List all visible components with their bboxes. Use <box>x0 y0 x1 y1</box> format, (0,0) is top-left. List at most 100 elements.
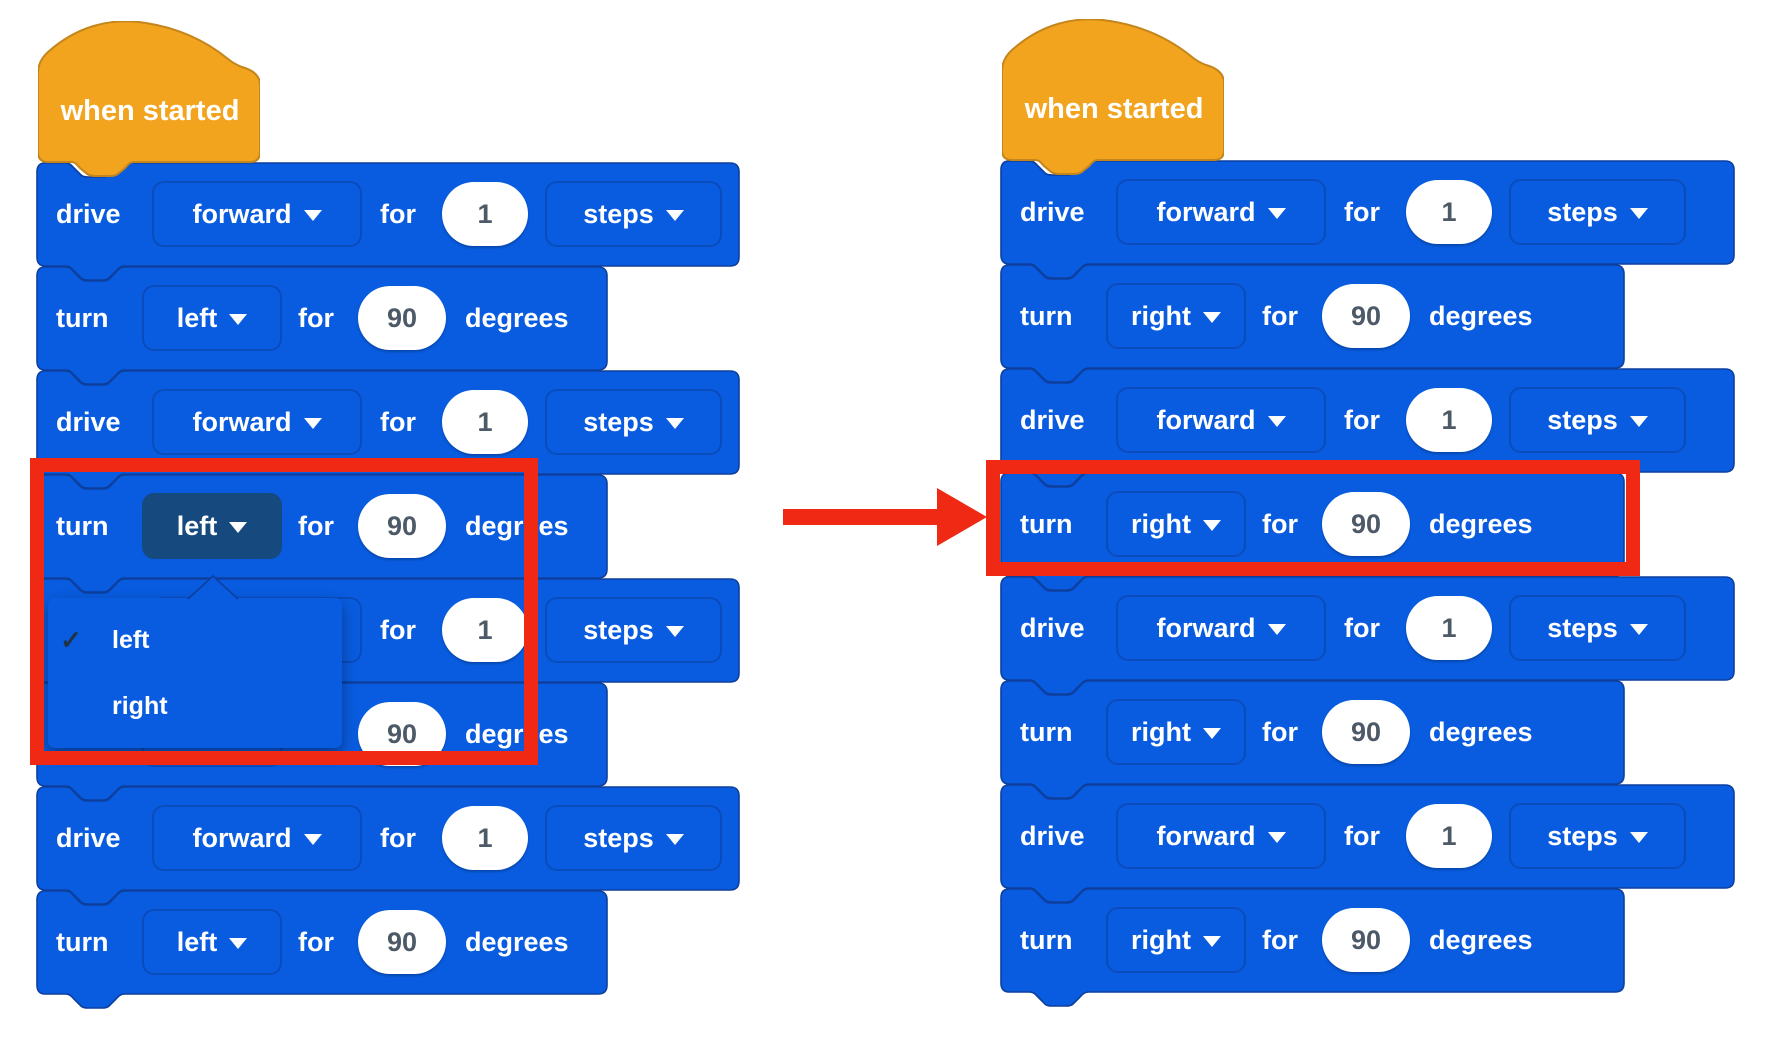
direction-dropdown[interactable]: forward <box>152 805 362 871</box>
direction-dropdown[interactable]: right <box>1106 491 1246 557</box>
unit-dropdown[interactable]: steps <box>1509 179 1686 245</box>
value-input[interactable]: 90 <box>1322 284 1410 348</box>
for-label: for <box>1344 613 1380 643</box>
drive-keyword: drive <box>1020 821 1085 851</box>
value-input[interactable]: 90 <box>358 286 446 350</box>
unit-dropdown[interactable]: steps <box>545 805 722 871</box>
chevron-down-icon <box>1203 520 1221 531</box>
chevron-down-icon <box>229 522 248 533</box>
direction-dropdown[interactable]: forward <box>1116 803 1326 869</box>
dropdown-menu-caret-icon <box>187 574 239 600</box>
value-input[interactable]: 90 <box>1322 908 1410 972</box>
value-input[interactable]: 1 <box>1406 180 1492 244</box>
direction-dropdown[interactable]: right <box>1106 283 1246 349</box>
unit-value: steps <box>583 614 654 645</box>
value-input[interactable]: 1 <box>1406 804 1492 868</box>
direction-value: left <box>176 302 218 333</box>
value-input[interactable]: 1 <box>442 806 528 870</box>
drive-block[interactable]: drive forward for 1 steps <box>1000 576 1735 695</box>
direction-dropdown[interactable]: right <box>1106 907 1246 973</box>
value-input[interactable]: 1 <box>442 182 528 246</box>
unit-dropdown[interactable]: steps <box>1509 803 1686 869</box>
checkmark-icon: ✓ <box>60 624 82 655</box>
turn-keyword: turn <box>56 511 109 541</box>
direction-dropdown[interactable]: forward <box>152 181 362 247</box>
direction-value: left <box>176 510 218 541</box>
direction-dropdown[interactable]: forward <box>1116 179 1326 245</box>
highlight-rect-right <box>986 460 1640 576</box>
direction-value: right <box>1131 300 1191 331</box>
for-label: for <box>380 615 416 645</box>
drive-keyword: drive <box>56 199 121 229</box>
unit-label: degrees <box>465 303 569 333</box>
when-started-hat-block[interactable]: when started <box>37 20 261 177</box>
unit-dropdown[interactable]: steps <box>545 181 722 247</box>
turn-keyword: turn <box>1020 717 1073 747</box>
turn-keyword: turn <box>1020 509 1073 539</box>
drive-block[interactable]: drive forward for 1 steps <box>1000 160 1735 279</box>
unit-value: steps <box>1547 820 1618 851</box>
direction-value: forward <box>1156 612 1256 643</box>
drive-keyword: drive <box>1020 613 1085 643</box>
value-input[interactable]: 1 <box>1406 388 1492 452</box>
unit-value: steps <box>583 406 654 437</box>
direction-value: forward <box>1156 820 1256 851</box>
drive-keyword: drive <box>1020 197 1085 227</box>
block-shape <box>36 162 740 281</box>
block-shape <box>1000 472 1625 591</box>
direction-dropdown[interactable]: left <box>142 909 282 975</box>
unit-dropdown[interactable]: steps <box>1509 595 1686 661</box>
direction-dropdown[interactable]: left <box>142 285 282 351</box>
value-input[interactable]: 1 <box>1406 596 1492 660</box>
highlight-rect-left <box>30 458 538 765</box>
turn-keyword: turn <box>1020 301 1073 331</box>
direction-dropdown[interactable]: forward <box>152 389 362 455</box>
block-shape <box>1000 888 1625 1007</box>
block-shape <box>1000 784 1735 903</box>
menu-item-right[interactable]: right <box>48 678 342 734</box>
direction-dropdown[interactable]: right <box>1106 699 1246 765</box>
direction-value: right <box>1131 508 1191 539</box>
menu-item-label: left <box>112 625 150 654</box>
direction-dropdown[interactable]: forward <box>1116 387 1326 453</box>
value-input[interactable]: 90 <box>358 910 446 974</box>
for-label: for <box>1344 405 1380 435</box>
chevron-down-icon <box>665 210 684 221</box>
value-input[interactable]: 90 <box>1322 700 1410 764</box>
chevron-down-icon <box>1267 208 1286 219</box>
value-input[interactable]: 1 <box>442 390 528 454</box>
value-input[interactable]: 1 <box>442 598 528 662</box>
chevron-down-icon <box>665 834 684 845</box>
chevron-down-icon <box>665 418 684 429</box>
unit-value: steps <box>1547 404 1618 435</box>
menu-item-left[interactable]: ✓ left <box>48 612 342 668</box>
value-input[interactable]: 90 <box>1322 492 1410 556</box>
drive-keyword: drive <box>56 407 121 437</box>
chevron-down-icon <box>303 834 322 845</box>
block-shape <box>1000 264 1625 383</box>
when-started-hat-block[interactable]: when started <box>1001 18 1225 175</box>
unit-dropdown[interactable]: steps <box>1509 387 1686 453</box>
unit-dropdown[interactable]: steps <box>545 389 722 455</box>
chevron-down-icon <box>1203 312 1221 323</box>
unit-dropdown[interactable]: steps <box>545 597 722 663</box>
block-shape <box>36 890 608 1009</box>
chevron-down-icon <box>1203 728 1221 739</box>
direction-dropdown[interactable]: left <box>142 493 282 559</box>
value-input[interactable]: 90 <box>358 494 446 558</box>
unit-label: degrees <box>1429 925 1533 955</box>
for-label: for <box>1344 197 1380 227</box>
direction-dropdown[interactable]: forward <box>1116 595 1326 661</box>
unit-label: degrees <box>465 719 569 749</box>
